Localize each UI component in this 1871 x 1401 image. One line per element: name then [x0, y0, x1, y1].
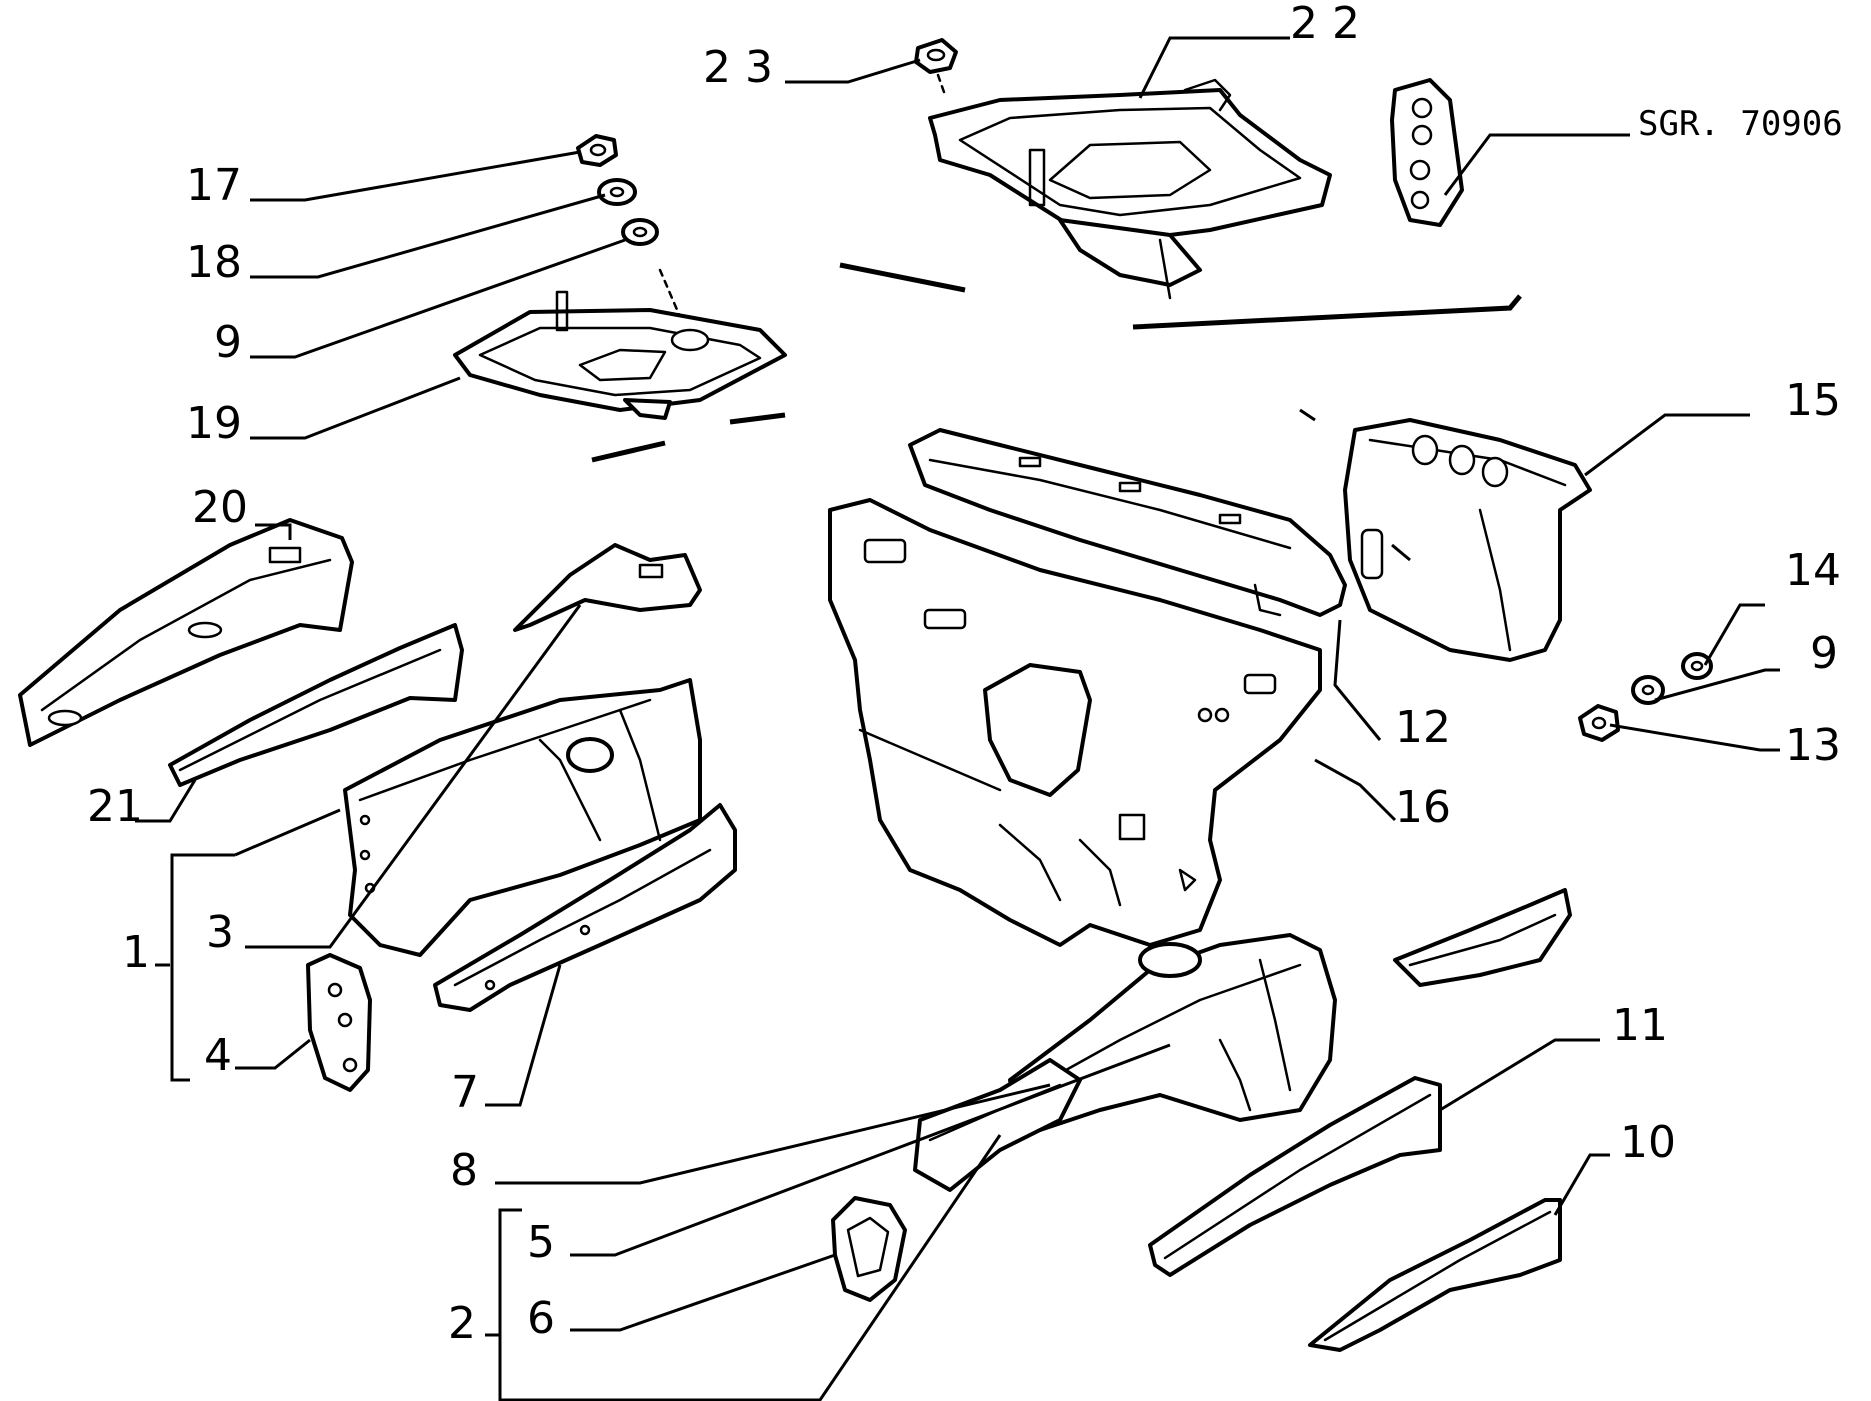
callout-12: 12 — [1395, 702, 1451, 753]
callout-22: 2 2 — [1290, 0, 1360, 49]
callout-9-top: 9 — [214, 317, 242, 368]
part-9-washer-lower — [1631, 675, 1665, 705]
part-20-rail — [18, 518, 354, 747]
callout-3: 3 — [206, 907, 234, 958]
part-3-gusset — [513, 543, 702, 632]
callout-18: 18 — [186, 237, 242, 288]
callout-4: 4 — [204, 1030, 232, 1081]
part-23-nut — [914, 38, 958, 97]
part-21-reinforcement — [168, 623, 464, 787]
callout-14: 14 — [1785, 545, 1841, 596]
part-gusset-right — [1393, 888, 1572, 987]
callout-20: 20 — [192, 482, 248, 533]
part-16-dash-panel — [828, 498, 1322, 947]
callout-17: 17 — [186, 160, 242, 211]
part-7-side-member — [433, 803, 737, 1012]
callout-21: 21 — [87, 781, 143, 832]
part-17-nut — [576, 134, 618, 167]
callout-9-right: 9 — [1810, 628, 1838, 679]
part-14-washer — [1681, 652, 1713, 680]
callout-13: 13 — [1785, 720, 1841, 771]
part-19-support-plate — [453, 290, 787, 420]
callout-labels: 2 3 2 2 SGR. 70906 17 18 9 19 20 21 3 1 … — [87, 0, 1843, 1349]
callout-23: 2 3 — [703, 42, 773, 93]
part-11-rail — [1148, 1076, 1442, 1277]
part-18-washer — [597, 178, 637, 206]
callout-1: 1 — [122, 927, 150, 978]
callout-15: 15 — [1785, 375, 1841, 426]
callout-2: 2 — [448, 1298, 476, 1349]
part-15-strut-tower — [1343, 418, 1592, 662]
callout-10: 10 — [1620, 1117, 1676, 1168]
part-bracket-sgr — [1390, 78, 1464, 227]
part-6-plate — [831, 1196, 907, 1302]
callout-11: 11 — [1612, 1000, 1668, 1051]
part-10-reinforcement — [1308, 1198, 1562, 1352]
leader-lines — [135, 36, 1780, 1401]
callout-19: 19 — [186, 398, 242, 449]
callout-16: 16 — [1395, 782, 1451, 833]
callout-5: 5 — [527, 1217, 555, 1268]
reference-code: SGR. 70906 — [1638, 104, 1843, 144]
break-lines — [591, 262, 1522, 463]
part-4-bracket — [306, 953, 372, 1092]
callout-8: 8 — [450, 1145, 478, 1196]
part-1-wheel-arch — [343, 678, 702, 957]
part-13-nut — [1578, 704, 1620, 742]
callout-6: 6 — [527, 1293, 555, 1344]
callout-7: 7 — [451, 1067, 479, 1118]
part-12-cross-member — [908, 428, 1347, 617]
part-8-wheel-arch-right — [1008, 933, 1337, 1132]
part-22-battery-tray — [928, 78, 1332, 300]
